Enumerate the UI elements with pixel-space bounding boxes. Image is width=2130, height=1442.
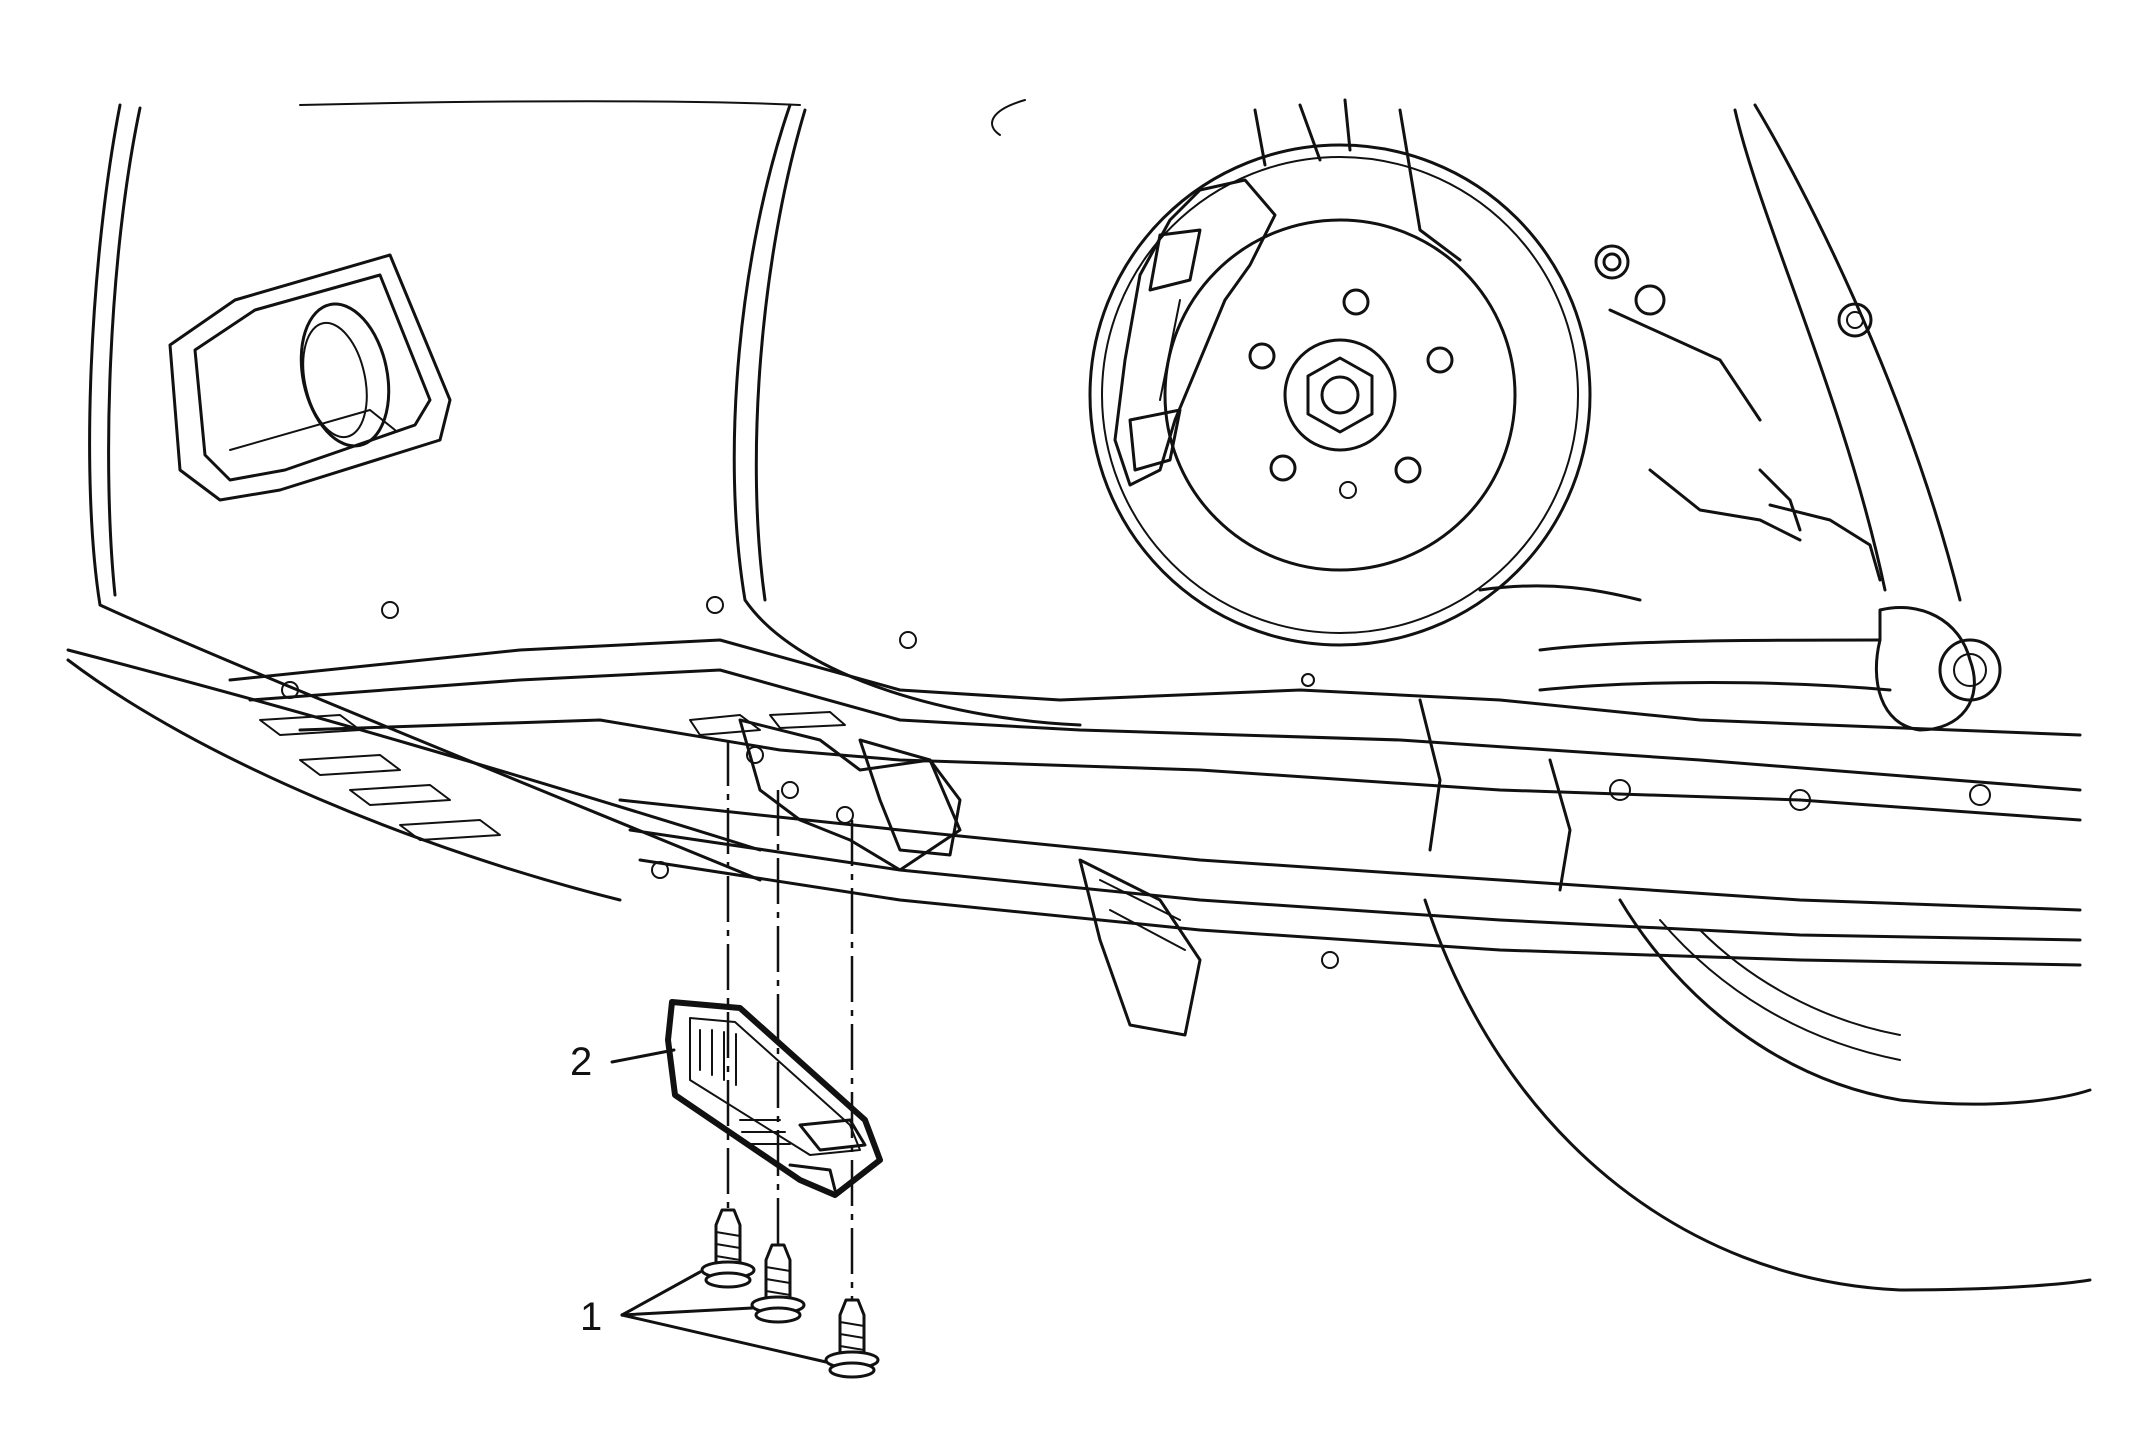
fog-lamp-housing	[168, 253, 452, 502]
callout-label-1: 1	[580, 1295, 602, 1339]
air-deflector	[665, 999, 883, 1198]
subframe-and-splash-shield	[228, 596, 2082, 1037]
tire	[1423, 898, 2092, 1292]
install-centerlines	[726, 740, 854, 1300]
suspension-components	[1253, 98, 2002, 732]
mounting-bracket	[738, 718, 962, 872]
callout-label-2: 2	[570, 1040, 592, 1084]
wheel-well-liner	[732, 103, 1962, 727]
fastener-bolt-2	[750, 1243, 806, 1324]
brake-rotor	[1088, 143, 1592, 647]
front-fascia	[66, 99, 1026, 902]
brake-caliper	[1113, 178, 1277, 487]
callout-leaders	[610, 1048, 828, 1364]
fastener-bolt-3	[824, 1298, 880, 1379]
fastener-bolt-1	[700, 1208, 756, 1289]
